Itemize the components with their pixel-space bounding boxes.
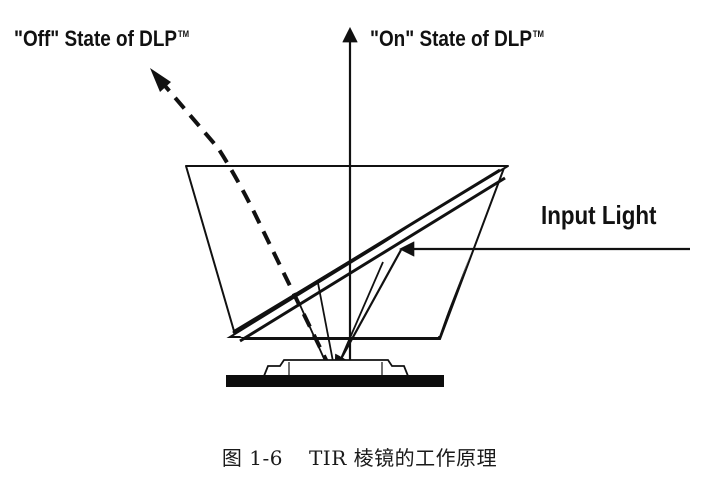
off-state-arrowhead [150, 68, 171, 92]
lower-prism-body [240, 168, 504, 337]
off-state-beam [158, 78, 332, 369]
on-state-text: "On" State of DLP [370, 26, 532, 51]
lower-prism-outline [242, 167, 505, 340]
ray-fan-1 [335, 261, 384, 371]
input-light-label: Input Light [541, 200, 657, 230]
air-gap-line-lower [239, 176, 506, 343]
air-gap-line-upper [232, 168, 501, 335]
off-state-label: "Off" State of DLPTM [14, 26, 189, 52]
off-state-text: "Off" State of DLP [14, 26, 177, 51]
dmd-substrate [226, 375, 444, 387]
figure-caption: 图 1-6 TIR 棱镜的工作原理 [0, 442, 719, 471]
reflected-ray [334, 249, 402, 371]
figure-title: TIR 棱镜的工作原理 [308, 446, 498, 470]
trademark-mark: TM [532, 29, 544, 39]
on-state-label: "On" State of DLPTM [370, 26, 544, 52]
dmd-chip-housing [263, 359, 409, 377]
ray-fan-3 [317, 282, 336, 373]
trademark-mark: TM [177, 29, 190, 39]
figure-number: 图 1-6 [221, 446, 283, 470]
